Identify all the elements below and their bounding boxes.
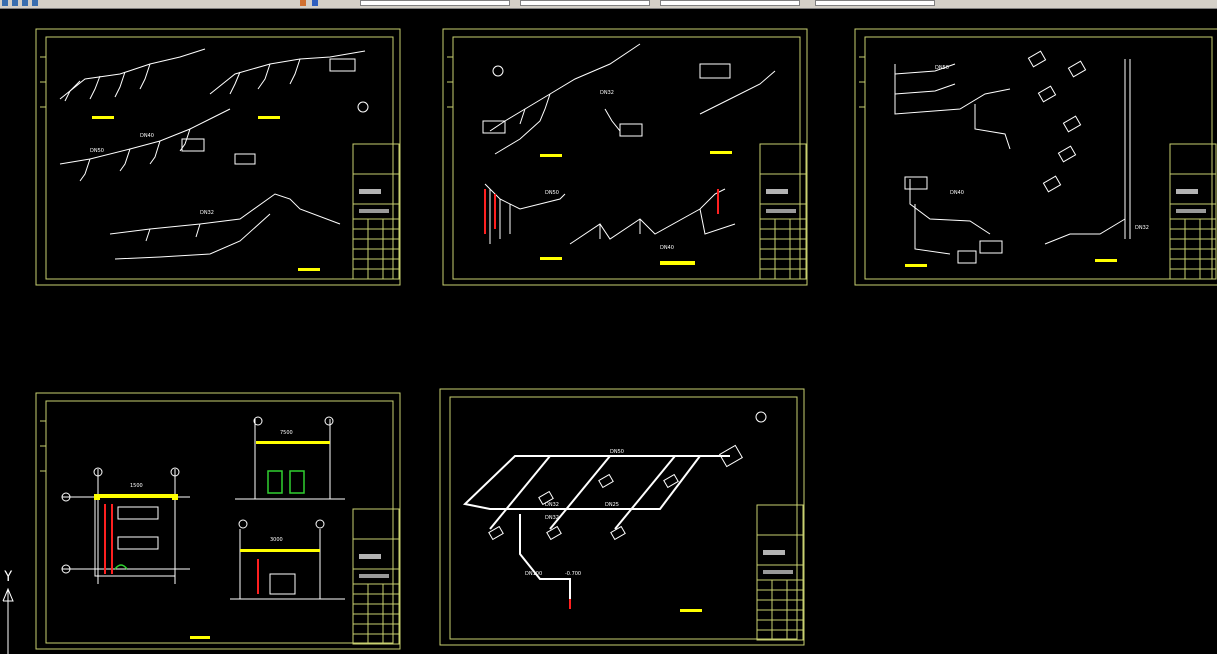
drawing-svg: DN50 DN40 DN32	[2, 28, 1217, 654]
pipe-label: DN32	[600, 90, 614, 96]
pipe-label: DN40	[950, 190, 964, 196]
pipe-label: DN40	[660, 245, 674, 251]
north-arrow-icon	[755, 411, 767, 423]
north-arrow-icon	[492, 65, 504, 77]
toolbar-button-icon[interactable]	[300, 0, 306, 6]
drawing-sheet-3[interactable]: DN50 DN40 DN32	[854, 28, 1217, 286]
top-toolbar	[0, 0, 1217, 9]
drawing-sheet-2[interactable]: DN50 DN40 DN32	[442, 28, 808, 286]
elevation-label: -0.700	[565, 571, 581, 577]
drawing-sheet-5[interactable]: DN50 DN32 DN25 DN32 DN100 -0.700	[439, 388, 805, 646]
layer-dropdown[interactable]	[360, 0, 510, 6]
pipe-label: DN40	[140, 133, 154, 139]
pipe-label: DN32	[200, 210, 214, 216]
toolbar-button-icon[interactable]	[312, 0, 318, 6]
ucs-y-label: Y	[4, 569, 13, 585]
toolbar-button-icon[interactable]	[12, 0, 18, 6]
toolbar-button-icon[interactable]	[2, 0, 8, 6]
dimension-label: 1500	[130, 483, 143, 489]
pipe-label: DN32	[545, 515, 559, 521]
pipe-label: DN32	[1135, 225, 1149, 231]
drawing-sheet-1[interactable]: DN50 DN40 DN32	[35, 28, 401, 286]
pipe-network	[484, 43, 776, 245]
ucs-icon	[2, 587, 14, 654]
pipe-network	[462, 455, 730, 604]
pipe-label: DN50	[935, 65, 949, 71]
north-arrow-icon	[357, 101, 369, 113]
floor-plan	[61, 416, 345, 600]
drawing-sheet-4[interactable]: 1500 7500 3000	[35, 392, 401, 650]
pipe-label: DN100	[525, 571, 542, 577]
toolbar-button-icon[interactable]	[32, 0, 38, 6]
dimension-label: 3000	[270, 537, 283, 543]
toolbar-button-icon[interactable]	[22, 0, 28, 6]
pipe-label: DN50	[610, 449, 624, 455]
pipe-network	[59, 48, 366, 260]
linetype-dropdown[interactable]	[520, 0, 650, 6]
pipe-network	[894, 59, 1131, 255]
plotstyle-dropdown[interactable]	[815, 0, 935, 6]
dimension-label: 7500	[280, 430, 293, 436]
pipe-label: DN50	[90, 148, 104, 154]
pipe-label: DN32	[545, 502, 559, 508]
pipe-label: DN25	[605, 502, 619, 508]
pipe-label: DN50	[545, 190, 559, 196]
lineweight-dropdown[interactable]	[660, 0, 800, 6]
model-space-canvas[interactable]: DN50 DN40 DN32	[0, 9, 1217, 654]
